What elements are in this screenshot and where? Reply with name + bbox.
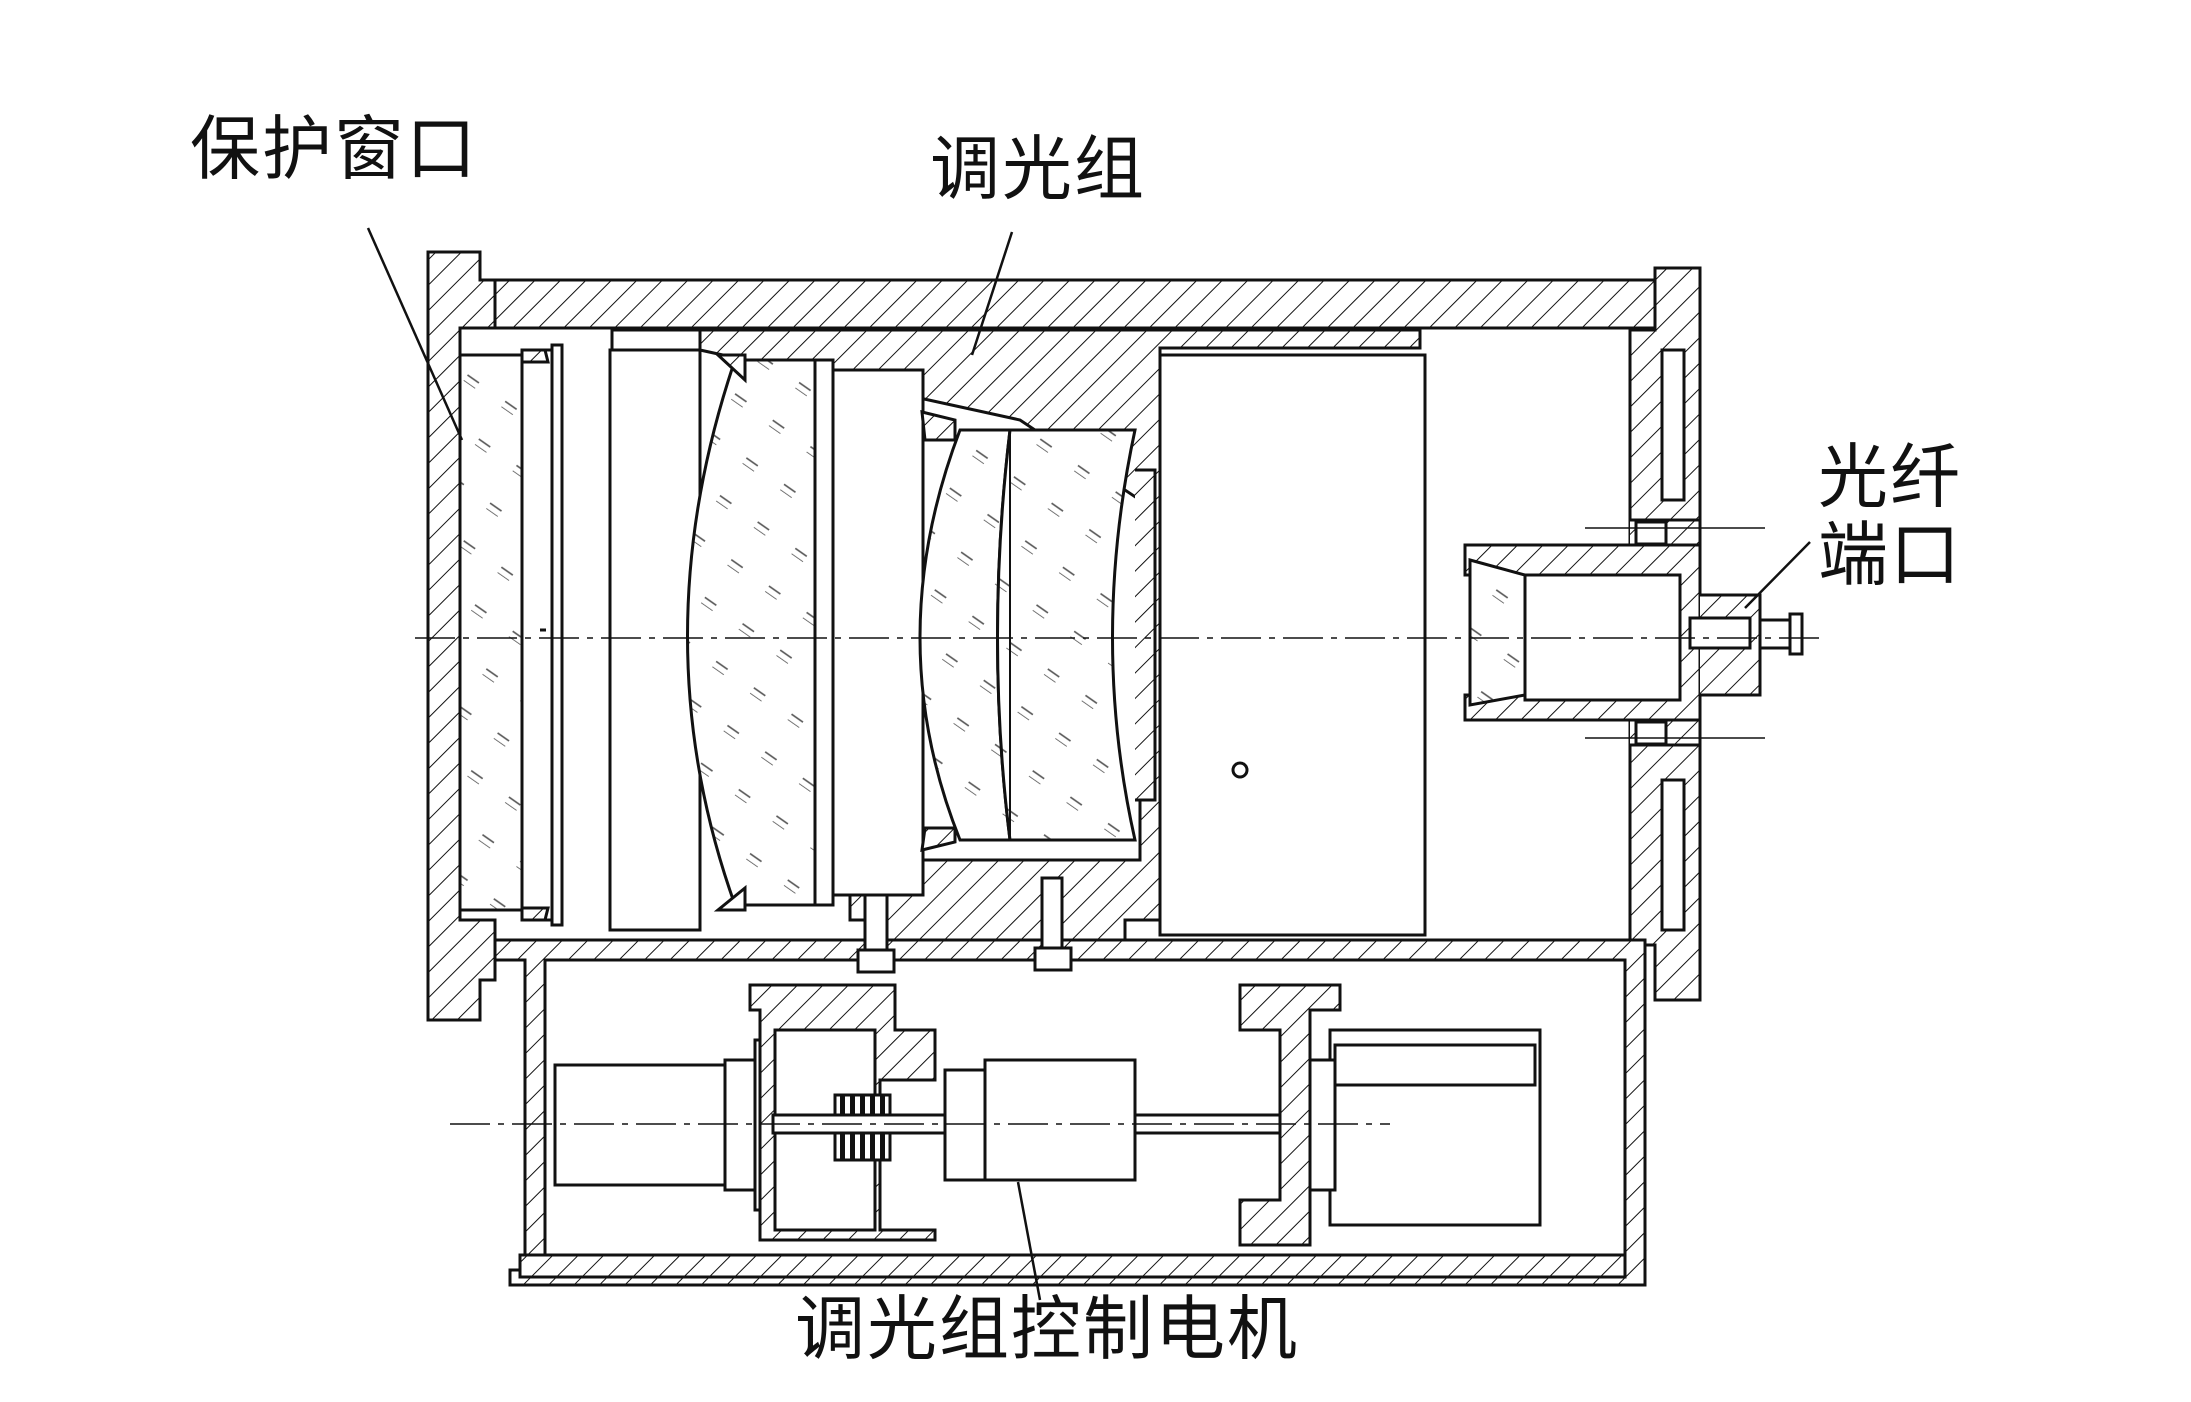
front-flange <box>426 250 497 1022</box>
label-dimming-group-motor: 调光组控制电机 <box>795 1288 1299 1370</box>
leader-dimming-group <box>970 231 1014 356</box>
label-protective-window: 保护窗口 <box>190 108 478 190</box>
lens-3 <box>996 428 1137 842</box>
rear-chamber <box>1158 353 1427 937</box>
protective-window-glass <box>458 353 524 912</box>
housing-top-wall <box>493 278 1657 330</box>
lens-1 <box>686 358 817 907</box>
leader-fiber-port <box>1744 541 1811 609</box>
left-motor-body <box>553 1063 727 1187</box>
label-fiber-port: 光纤 端口 <box>1818 436 1962 597</box>
leader-protective-window <box>366 227 464 441</box>
label-dimming-group: 调光组 <box>930 128 1146 210</box>
leader-motor <box>1016 1181 1042 1301</box>
